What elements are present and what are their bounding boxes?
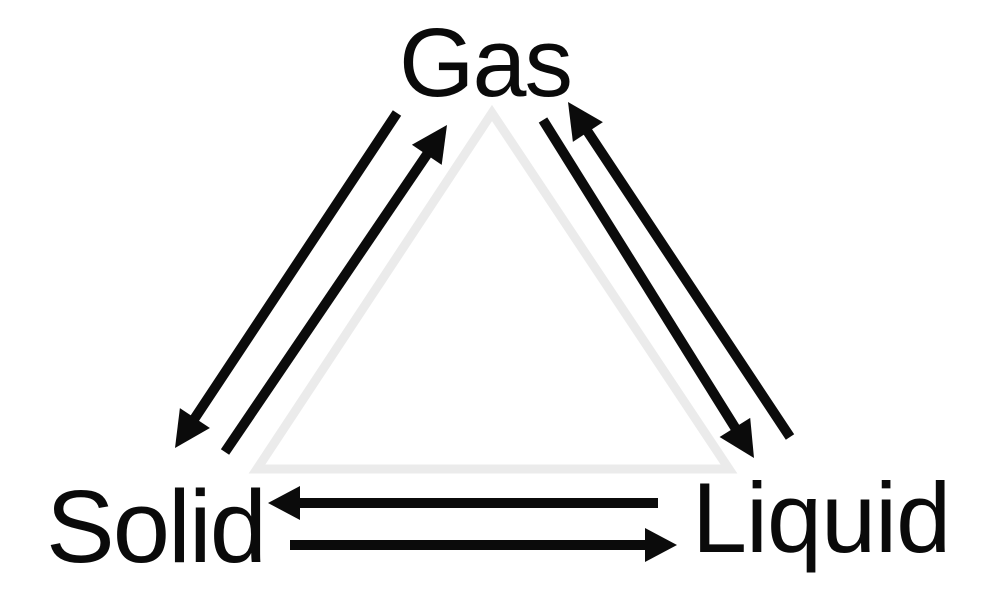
- label-liquid: Liquid: [692, 462, 951, 573]
- arrow-head: [568, 102, 603, 142]
- arrow-head: [175, 408, 210, 448]
- arrow-liquid-to-solid: [268, 486, 658, 520]
- arrow-head: [719, 417, 754, 458]
- arrow-shaft: [580, 124, 795, 440]
- arrow-head: [411, 125, 447, 165]
- label-solid: Solid: [46, 469, 267, 584]
- arrow-liquid-to-gas: [568, 102, 795, 440]
- arrow-solid-to-liquid: [290, 528, 677, 562]
- arrow-head: [645, 528, 677, 562]
- arrow-head: [268, 486, 300, 520]
- arrow-solid-to-gas: [220, 125, 447, 455]
- arrow-shaft: [538, 117, 743, 436]
- label-gas: Gas: [399, 8, 573, 117]
- arrow-gas-to-liquid: [538, 117, 754, 458]
- triangle-outline: [248, 104, 738, 474]
- arrow-gas-to-solid: [175, 110, 402, 448]
- arrow-shaft: [187, 110, 402, 426]
- arrow-shaft: [220, 146, 435, 455]
